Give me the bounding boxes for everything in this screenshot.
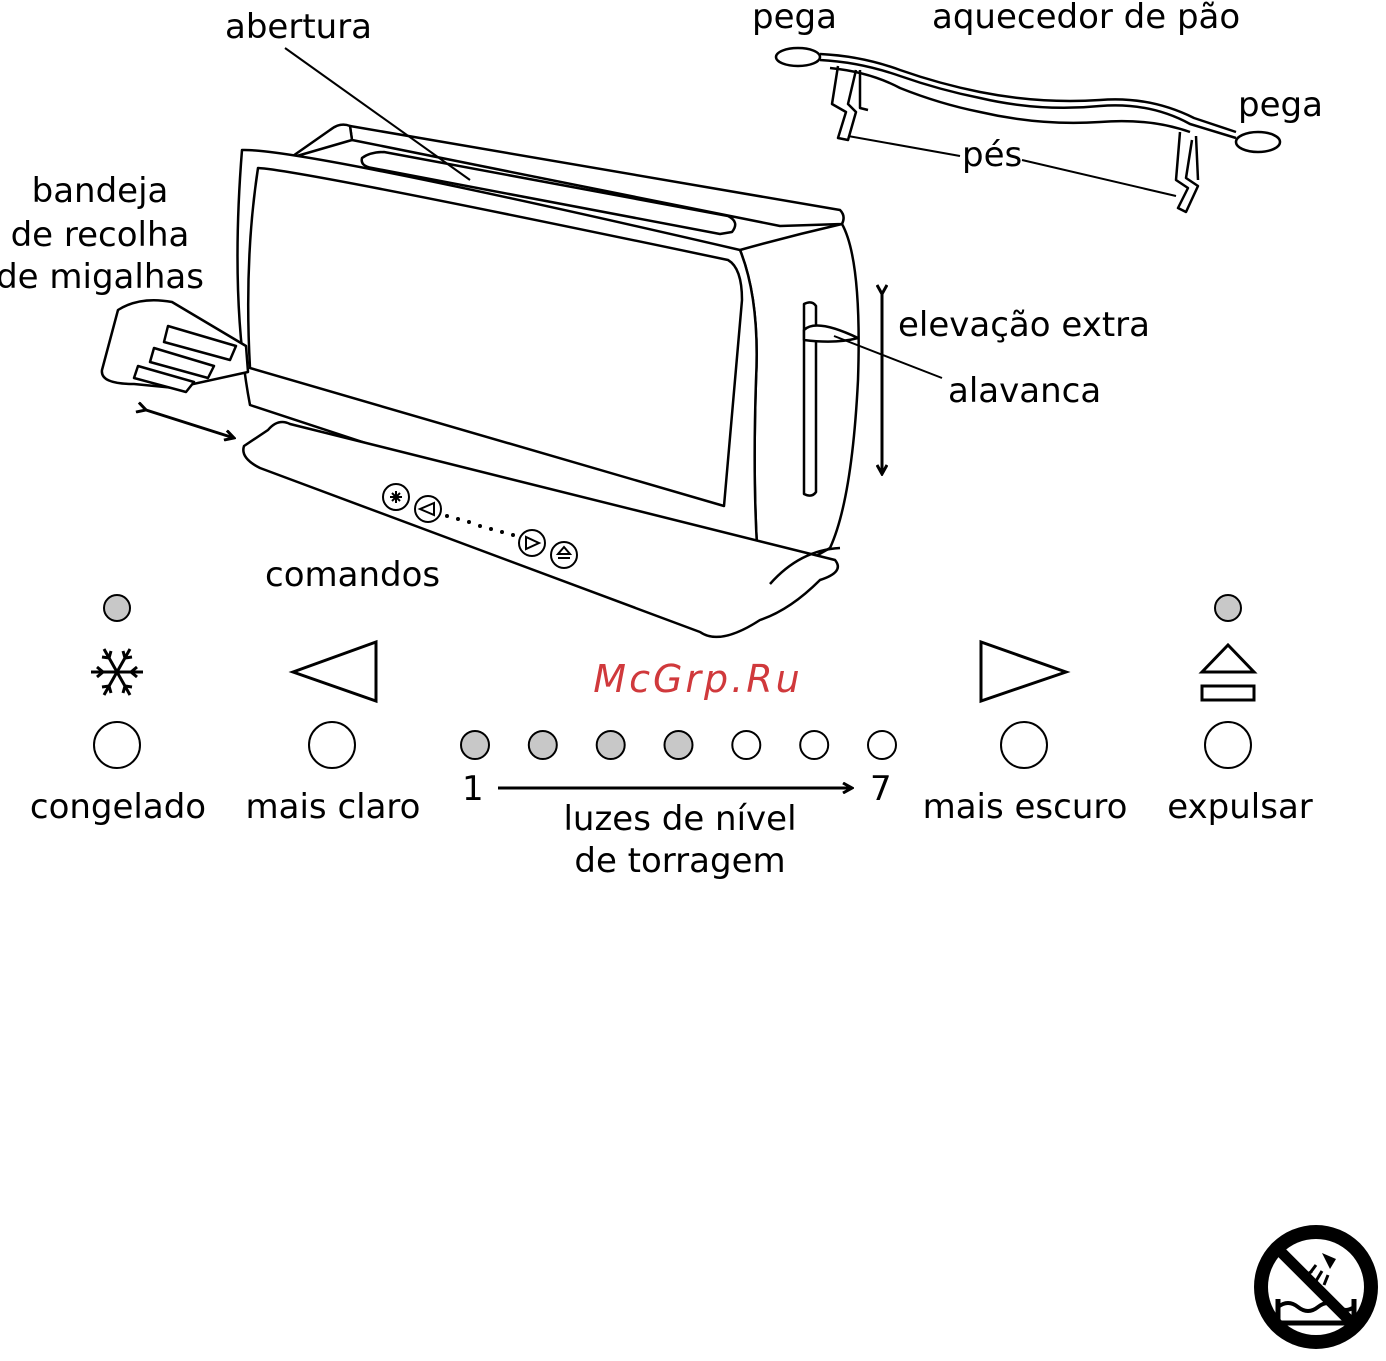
level-light-7 xyxy=(868,731,896,759)
label-comandos: comandos xyxy=(265,555,440,595)
level-start-label: 1 xyxy=(462,769,484,809)
triangle-right-icon xyxy=(981,642,1066,701)
label-alavanca: alavanca xyxy=(948,371,1101,411)
label-mais-escuro: mais escuro xyxy=(923,787,1128,827)
no-water-immersion-icon xyxy=(1254,1225,1378,1349)
levels-caption-line1: luzes de nível xyxy=(563,799,796,839)
expulsar-button[interactable] xyxy=(1205,722,1251,768)
eject-icon xyxy=(1202,645,1254,700)
level-light-5 xyxy=(732,731,760,759)
mais-escuro-button[interactable] xyxy=(1001,722,1047,768)
label-bandeja-line3: de migalhas xyxy=(0,257,204,297)
snowflake-icon xyxy=(91,649,143,695)
label-bandeja-line2: de recolha xyxy=(11,215,190,255)
level-light-1 xyxy=(461,731,489,759)
mais-claro-button[interactable] xyxy=(309,722,355,768)
label-pega-left: pega xyxy=(752,0,837,37)
label-congelado: congelado xyxy=(30,787,206,827)
expulsar-indicator-light xyxy=(1215,595,1241,621)
label-pes: pés xyxy=(962,135,1022,175)
label-bandeja-line1: bandeja xyxy=(32,171,169,211)
label-aquecedor: aquecedor de pão xyxy=(932,0,1240,37)
level-light-6 xyxy=(800,731,828,759)
level-light-4 xyxy=(665,731,693,759)
triangle-left-icon xyxy=(293,642,376,701)
congelado-button[interactable] xyxy=(94,722,140,768)
label-abertura: abertura xyxy=(225,7,372,47)
bread-warmer-illustration xyxy=(776,48,1280,212)
toast-level-lights xyxy=(461,731,896,759)
toaster-illustration xyxy=(102,125,859,637)
label-mais-claro: mais claro xyxy=(246,787,421,827)
level-light-2 xyxy=(529,731,557,759)
levels-caption-line2: de torragem xyxy=(574,841,785,881)
label-pega-right: pega xyxy=(1238,85,1323,125)
level-end-label: 7 xyxy=(870,769,892,809)
level-light-3 xyxy=(597,731,625,759)
watermark: McGrp.Ru xyxy=(593,657,802,701)
congelado-indicator-light xyxy=(104,595,130,621)
label-elevacao-extra: elevação extra xyxy=(898,305,1150,345)
label-expulsar: expulsar xyxy=(1167,787,1313,827)
